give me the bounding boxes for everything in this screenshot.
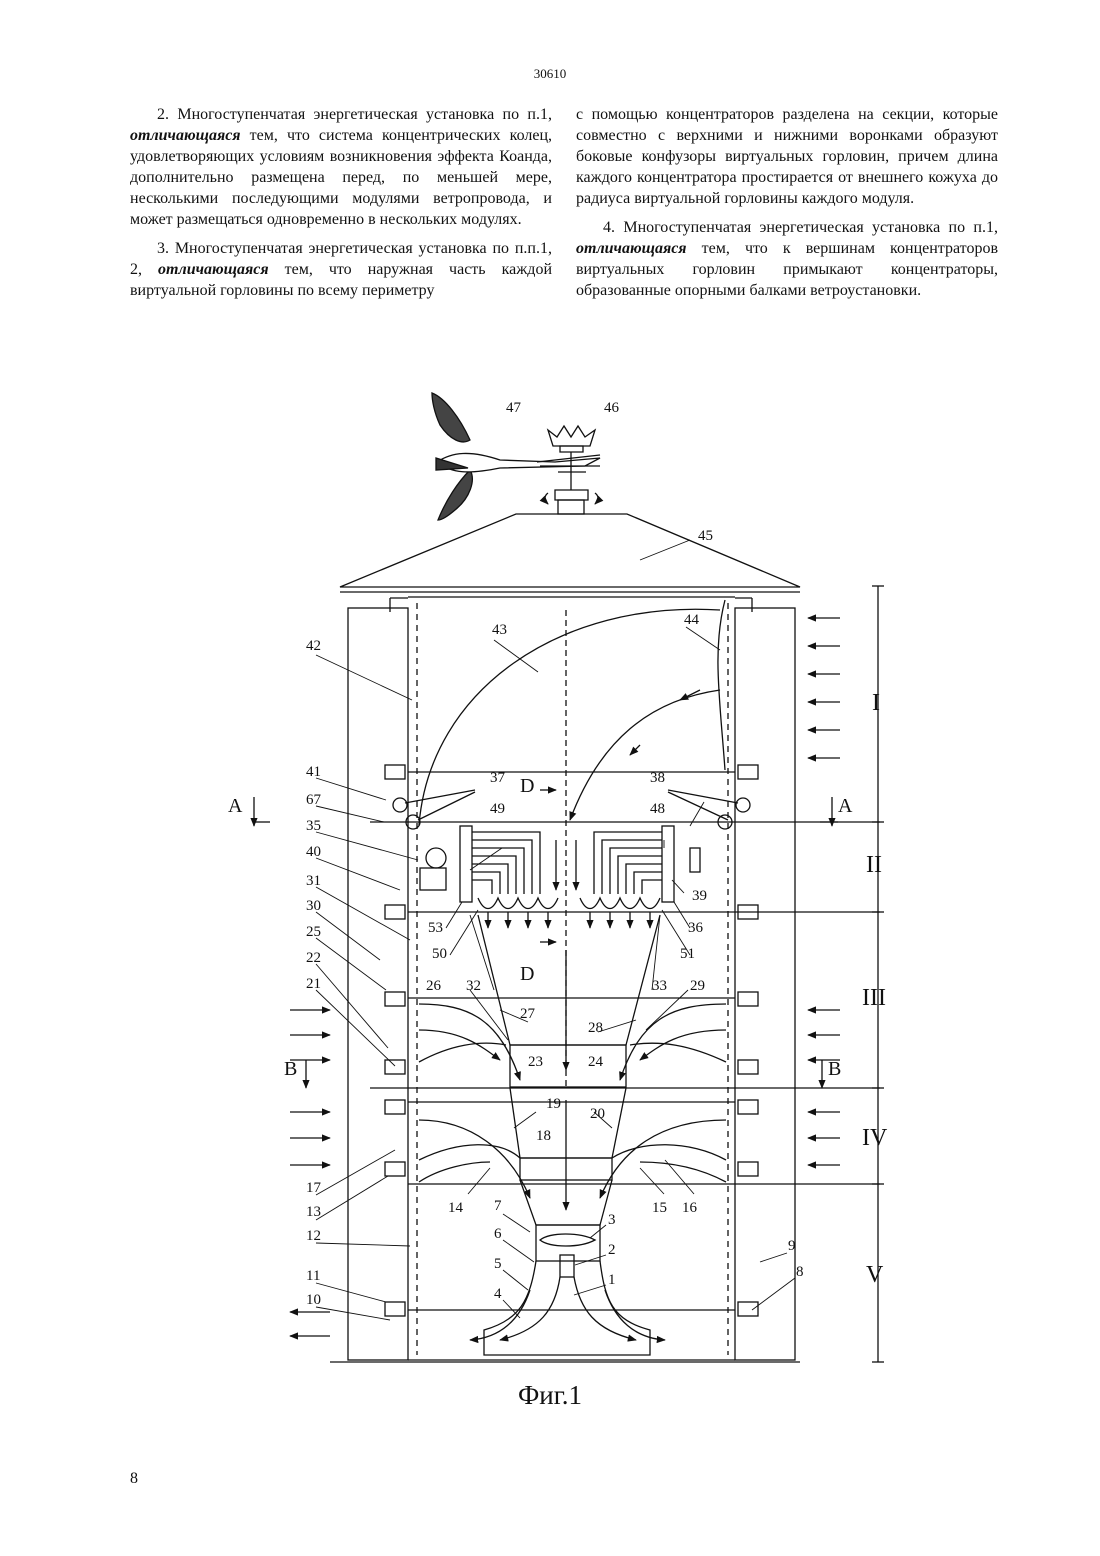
callout-30: 30 — [306, 898, 321, 914]
section-label-III: III — [862, 985, 886, 1011]
cut-letter-d-bottom: D — [520, 963, 534, 985]
heat-exchanger-left — [460, 826, 540, 902]
drawing-svg: I II III IV V A A B B D D 47 46 45 43 44… — [0, 380, 1100, 1450]
claim-4: 4. Многоступенчатая энергетическая устан… — [576, 217, 998, 301]
upper-duct — [419, 600, 725, 1090]
section-label-V: V — [866, 1262, 884, 1288]
callout-16: 16 — [682, 1200, 698, 1216]
technical-drawing: I II III IV V A A B B D D 47 46 45 43 44… — [0, 380, 1100, 1450]
cut-letter-b-right: B — [828, 1058, 841, 1080]
wind-arrows — [290, 618, 840, 1336]
callout-29: 29 — [690, 978, 705, 994]
callout-32: 32 — [466, 978, 481, 994]
text-columns: 2. Многоступенчатая энергетическая устан… — [130, 104, 998, 309]
figure-caption: Фиг.1 — [0, 1380, 1100, 1411]
callout-11: 11 — [306, 1268, 320, 1284]
callout-35: 35 — [306, 818, 321, 834]
callout-45: 45 — [698, 528, 713, 544]
right-column: с помощью концентраторов разделена на се… — [576, 104, 998, 309]
callout-50: 50 — [432, 946, 447, 962]
callout-17: 17 — [306, 1180, 322, 1196]
cut-letters: A A B B D D — [228, 775, 853, 1080]
callout-27: 27 — [520, 1006, 536, 1022]
section-lines — [370, 772, 880, 1310]
callout-2: 2 — [608, 1242, 616, 1258]
callout-6: 6 — [494, 1226, 502, 1242]
callout-22: 22 — [306, 950, 321, 966]
claim-3: 3. Многоступенчатая энергетическая устан… — [130, 238, 552, 301]
callout-26: 26 — [426, 978, 442, 994]
callout-13: 13 — [306, 1204, 321, 1220]
callout-numbers: 47 46 45 43 44 42 41 67 35 40 31 30 25 2… — [306, 400, 804, 1308]
callout-12: 12 — [306, 1228, 321, 1244]
callout-39: 39 — [692, 888, 707, 904]
section-label-II: II — [866, 852, 882, 878]
heat-exchanger-right — [594, 826, 674, 902]
cut-letter-d-top: D — [520, 775, 534, 797]
cut-letter-a-left: A — [228, 795, 243, 817]
callout-31: 31 — [306, 873, 321, 889]
fan-35 — [420, 848, 700, 890]
callout-51: 51 — [680, 946, 695, 962]
page-code: 30610 — [0, 66, 1100, 82]
callout-49: 49 — [490, 801, 505, 817]
callout-20: 20 — [590, 1106, 605, 1122]
callout-44: 44 — [684, 612, 700, 628]
callout-38: 38 — [650, 770, 665, 786]
callout-21: 21 — [306, 976, 321, 992]
callout-41: 41 — [306, 764, 321, 780]
callout-8: 8 — [796, 1264, 804, 1280]
callout-3: 3 — [608, 1212, 616, 1228]
rollers-37-38 — [393, 790, 750, 829]
callout-53: 53 — [428, 920, 443, 936]
coanda-rings — [478, 840, 660, 928]
callout-7: 7 — [494, 1198, 502, 1214]
cut-letter-a-right: A — [838, 795, 853, 817]
callout-28: 28 — [588, 1020, 603, 1036]
callout-67: 67 — [306, 792, 322, 808]
callout-23: 23 — [528, 1054, 543, 1070]
callout-5: 5 — [494, 1256, 502, 1272]
callout-15: 15 — [652, 1200, 667, 1216]
callout-36: 36 — [688, 920, 704, 936]
callout-42: 42 — [306, 638, 321, 654]
callout-9: 9 — [788, 1238, 796, 1254]
section-labels: I II III IV V — [862, 690, 888, 1288]
callout-10: 10 — [306, 1292, 321, 1308]
callout-18: 18 — [536, 1128, 551, 1144]
callout-14: 14 — [448, 1200, 464, 1216]
funnel-section-IV — [419, 1088, 726, 1210]
callout-47: 47 — [506, 400, 522, 416]
callout-46: 46 — [604, 400, 620, 416]
callout-40: 40 — [306, 844, 321, 860]
claim-2: 2. Многоступенчатая энергетическая устан… — [130, 104, 552, 230]
claim-3-continued: с помощью концентраторов разделена на се… — [576, 104, 998, 209]
callout-4: 4 — [494, 1286, 502, 1302]
callout-33: 33 — [652, 978, 667, 994]
roof — [340, 514, 800, 592]
callout-48: 48 — [650, 801, 665, 817]
leader-lines — [316, 540, 795, 1320]
cut-letter-b-left: B — [284, 1058, 297, 1080]
callout-1: 1 — [608, 1272, 616, 1288]
funnel-section-III — [419, 915, 726, 1087]
callout-37: 37 — [490, 770, 506, 786]
callout-24: 24 — [588, 1054, 604, 1070]
section-label-I: I — [872, 690, 880, 716]
callout-43: 43 — [492, 622, 507, 638]
callout-19: 19 — [546, 1096, 561, 1112]
tower-casing — [330, 597, 800, 1362]
crown-icon — [540, 426, 600, 514]
callout-25: 25 — [306, 924, 321, 940]
inner-skin — [417, 603, 728, 1355]
section-label-IV: IV — [862, 1125, 888, 1151]
page-number: 8 — [130, 1470, 138, 1488]
left-column: 2. Многоступенчатая энергетическая устан… — [130, 104, 552, 309]
cut-markers — [254, 790, 838, 1088]
